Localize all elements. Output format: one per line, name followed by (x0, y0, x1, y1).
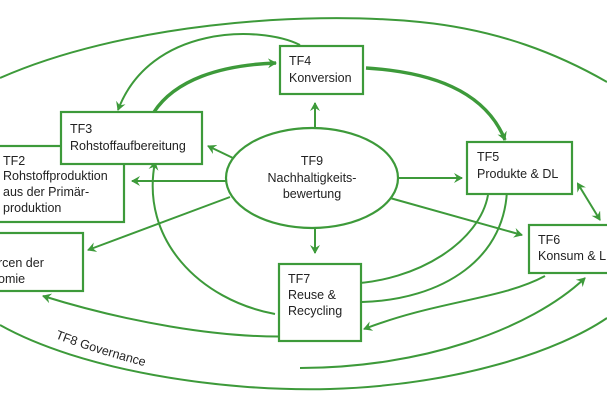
node-tf4-line1: Konversion (289, 71, 352, 85)
edge-tf9-to-tf3 (207, 144, 234, 159)
governance-outer-arc-top (0, 17, 607, 83)
node-tf6-line1: Konsum & L (538, 249, 606, 263)
edge-tf7-to-tf5 (361, 179, 513, 303)
node-tf1-line2: omie (0, 272, 25, 286)
node-tf6-title: TF6 (538, 233, 560, 247)
governance-outer-arc-bottom (0, 317, 607, 391)
edge-tf9-to-tf6 (389, 197, 523, 238)
edge-tf5-to-tf7 (344, 194, 489, 289)
node-tf3-line1: Rohstoffaufbereitung (70, 139, 186, 153)
node-tf7-title: TF7 (288, 272, 310, 286)
node-tf1: rcen der omie (0, 231, 85, 293)
node-tf2-line1: Rohstoffproduktion (3, 169, 108, 183)
edge-tf6-to-tf7 (363, 275, 546, 331)
edge-tf7-to-tf3 (148, 161, 276, 315)
node-tf2-title: TF2 (3, 154, 25, 168)
node-tf5-title: TF5 (477, 150, 499, 164)
node-tf5: TF5 Produkte & DL (465, 140, 574, 196)
edge-tf4-to-tf3 (116, 33, 301, 111)
edge-tf6-to-tf1 (42, 293, 301, 338)
edge-tf3-to-tf4 (152, 58, 277, 113)
edge-tf4-to-tf5 (365, 66, 507, 141)
node-tf9-title: TF9 (301, 154, 323, 168)
node-tf2-line3: produktion (3, 201, 61, 215)
node-tf1-line1: rcen der (0, 256, 44, 270)
node-tf2-line2: aus der Primär- (3, 185, 89, 199)
node-tf7-line2: Recycling (288, 304, 342, 318)
edge-tf7-to-tf6 (299, 277, 586, 369)
node-tf7: TF7 Reuse & Recycling (277, 262, 363, 343)
edge-tf5-tf6-bidirectional (576, 182, 601, 221)
node-tf4-title: TF4 (289, 54, 311, 68)
node-tf9-line1: Nachhaltigkeits- (268, 171, 357, 185)
node-tf6: TF6 Konsum & L (527, 223, 607, 275)
node-tf9: TF9 Nachhaltigkeits- bewertung (224, 126, 400, 230)
node-tf3-title: TF3 (70, 122, 92, 136)
node-tf4: TF4 Konversion (278, 44, 365, 96)
node-tf3: TF3 Rohstoffaufbereitung (59, 110, 204, 166)
node-tf5-line1: Produkte & DL (477, 167, 558, 181)
node-tf7-line1: Reuse & (288, 288, 337, 302)
node-tf9-line2: bewertung (283, 187, 341, 201)
